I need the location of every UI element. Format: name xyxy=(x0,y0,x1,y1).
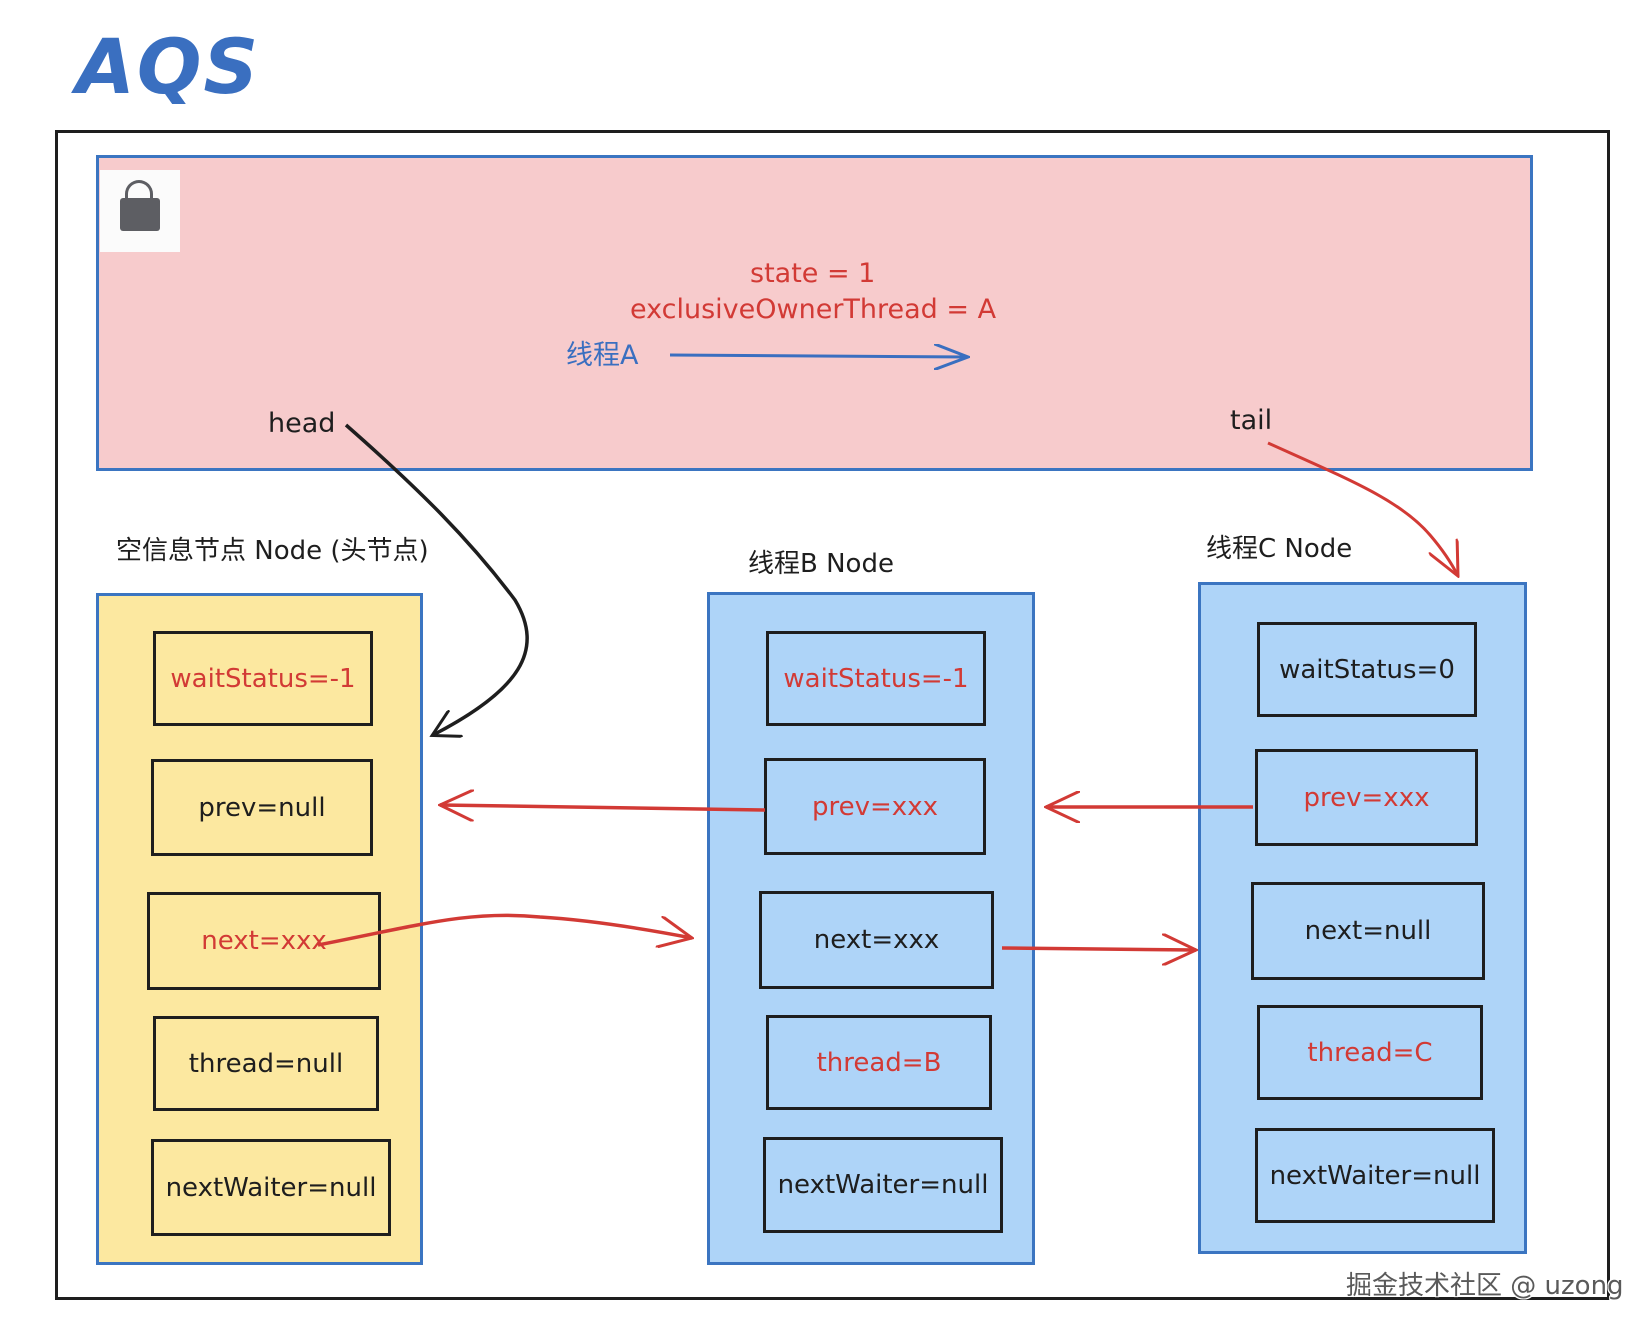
thread-c-node-title: 线程C Node xyxy=(1206,534,1353,564)
lock-icon xyxy=(125,180,153,205)
owner-thread-label: exclusiveOwnerThread = A xyxy=(630,294,997,325)
field-thread: thread=C xyxy=(1257,1005,1483,1100)
field-wait-status: waitStatus=0 xyxy=(1257,622,1477,717)
field-next: next=xxx xyxy=(759,891,994,989)
field-next-waiter: nextWaiter=null xyxy=(151,1139,391,1236)
field-next-waiter: nextWaiter=null xyxy=(1255,1128,1495,1223)
head-label: head xyxy=(268,408,336,439)
thread-b-node-title: 线程B Node xyxy=(748,549,894,579)
field-wait-status: waitStatus=-1 xyxy=(153,631,373,726)
thread-a-label: 线程A xyxy=(566,340,639,371)
field-thread: thread=null xyxy=(153,1016,379,1111)
tail-label: tail xyxy=(1230,405,1273,436)
field-prev: prev=xxx xyxy=(1255,749,1478,846)
field-wait-status: waitStatus=-1 xyxy=(766,631,986,726)
aqs-state-box xyxy=(96,155,1533,471)
watermark: 掘金技术社区 @ uzong xyxy=(1346,1271,1624,1301)
field-prev: prev=xxx xyxy=(764,758,986,855)
field-next: next=null xyxy=(1251,882,1485,980)
diagram-title: AQS xyxy=(76,22,261,111)
lock-icon-body xyxy=(120,198,160,231)
head-node-title: 空信息节点 Node (头节点) xyxy=(116,536,429,566)
field-next: next=xxx xyxy=(147,892,381,990)
field-thread: thread=B xyxy=(766,1015,992,1110)
outer-frame xyxy=(55,130,1610,1300)
field-prev: prev=null xyxy=(151,759,373,856)
field-next-waiter: nextWaiter=null xyxy=(763,1137,1003,1233)
state-label: state = 1 xyxy=(750,258,876,289)
